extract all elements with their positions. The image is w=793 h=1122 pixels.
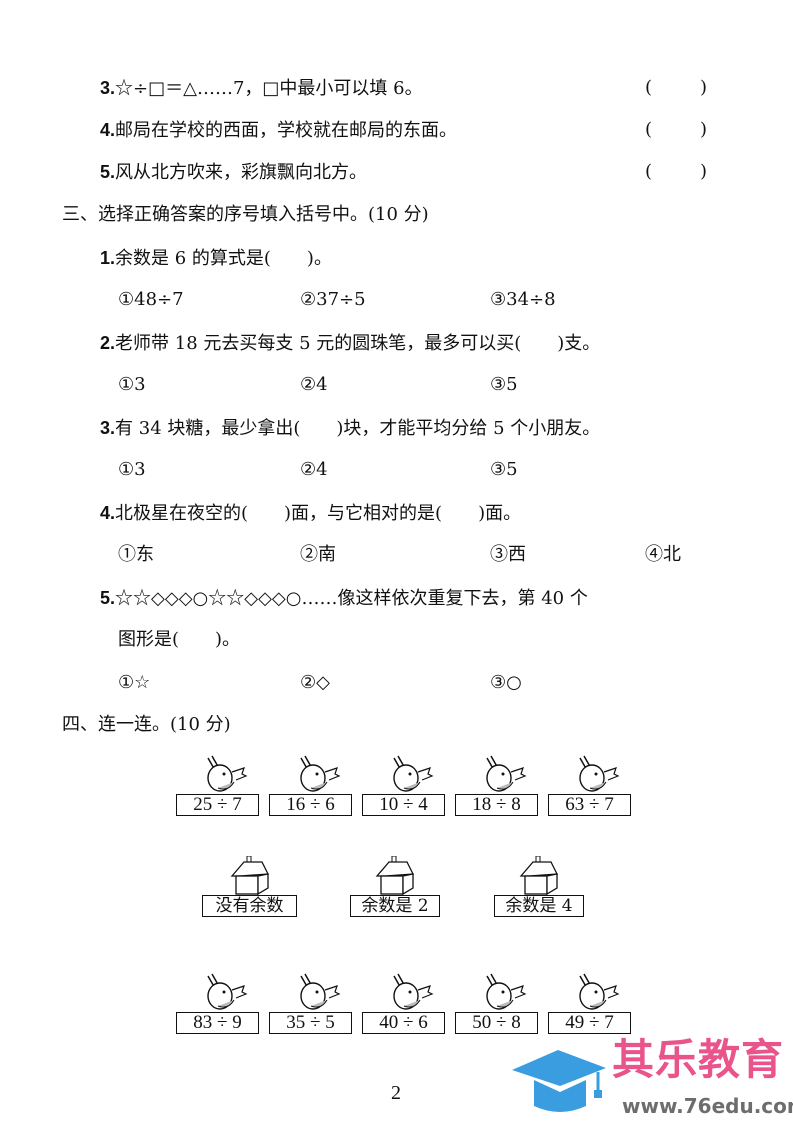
division-card[interactable]: 16 ÷ 6: [269, 794, 352, 816]
question-5: 5.☆☆◇◇◇○☆☆◇◇◇○……像这样依次重复下去，第 40 个: [100, 586, 588, 610]
paren-close: ): [699, 77, 707, 98]
question-2: 2.老师带 18 元去买每支 5 元的圆珠笔，最多可以买( )支。: [100, 331, 600, 355]
bird-icon: [194, 972, 254, 1016]
bird-icon: [287, 754, 347, 798]
option: ①3: [118, 459, 146, 480]
option: ①48÷7: [118, 289, 184, 310]
bird-icon: [566, 972, 626, 1016]
bird-icon: [473, 972, 533, 1016]
paren-close: ): [699, 119, 707, 140]
option: ②南: [300, 544, 336, 565]
bird-icon: [566, 754, 626, 798]
question-text: 有 34 块糖，最少拿出( )块，才能平均分给 5 个小朋友。: [115, 418, 601, 439]
paren-open: (: [645, 77, 653, 98]
question-number: 5.: [100, 588, 116, 608]
division-card[interactable]: 35 ÷ 5: [269, 1012, 352, 1034]
item-text: 邮局在学校的西面，学校就在邮局的东面。: [115, 120, 458, 141]
question-1: 1.余数是 6 的算式是( )。: [100, 246, 332, 270]
option: ③34÷8: [490, 289, 556, 310]
question-number: 2.: [100, 333, 116, 353]
question-text: 老师带 18 元去买每支 5 元的圆珠笔，最多可以买( )支。: [115, 333, 601, 354]
house-icon: [373, 855, 417, 900]
question-text: 北极星在夜空的( )面，与它相对的是( )面。: [115, 503, 522, 524]
section-4-title: 四、连一连。(10 分): [62, 714, 231, 735]
house-icon: [517, 855, 561, 900]
watermark-url: www.76edu.com: [622, 1094, 793, 1118]
bird-icon: [380, 972, 440, 1016]
option: ①☆: [118, 672, 151, 693]
item-text: 风从北方吹来，彩旗飘向北方。: [115, 162, 368, 183]
answer-paren[interactable]: (): [645, 160, 707, 184]
option: ③5: [490, 459, 518, 480]
division-card[interactable]: 40 ÷ 6: [362, 1012, 445, 1034]
question-3: 3.有 34 块糖，最少拿出( )块，才能平均分给 5 个小朋友。: [100, 416, 600, 440]
division-card[interactable]: 10 ÷ 4: [362, 794, 445, 816]
paren-close: ): [699, 161, 707, 182]
question-text: 余数是 6 的算式是( )。: [115, 248, 332, 269]
question-text: ☆☆◇◇◇○☆☆◇◇◇○……像这样依次重复下去，第 40 个: [115, 588, 588, 609]
option: ②37÷5: [300, 289, 366, 310]
option: ②4: [300, 459, 328, 480]
judge-item-5: 5.风从北方吹来，彩旗飘向北方。: [100, 160, 367, 184]
page-number: 2: [391, 1082, 401, 1104]
bird-icon: [194, 754, 254, 798]
watermark-logo: 其乐教育 www.76edu.com: [510, 1036, 793, 1120]
question-5-cont: 图形是( )。: [118, 629, 241, 650]
answer-paren[interactable]: (): [645, 76, 707, 100]
option: ③西: [490, 544, 526, 565]
option: ①东: [118, 544, 154, 565]
division-card[interactable]: 49 ÷ 7: [548, 1012, 631, 1034]
house-icon: [228, 855, 272, 900]
answer-paren[interactable]: (): [645, 118, 707, 142]
item-number: 3.: [100, 78, 116, 98]
division-card[interactable]: 25 ÷ 7: [176, 794, 259, 816]
question-number: 4.: [100, 503, 116, 523]
judge-item-4: 4.邮局在学校的西面，学校就在邮局的东面。: [100, 118, 457, 142]
paren-open: (: [645, 161, 653, 182]
remainder-card[interactable]: 没有余数: [202, 895, 297, 917]
item-number: 5.: [100, 162, 116, 182]
division-card[interactable]: 63 ÷ 7: [548, 794, 631, 816]
bird-icon: [380, 754, 440, 798]
division-card[interactable]: 83 ÷ 9: [176, 1012, 259, 1034]
section-3-title: 三、选择正确答案的序号填入括号中。(10 分): [62, 204, 429, 225]
division-card[interactable]: 18 ÷ 8: [455, 794, 538, 816]
option: ③○: [490, 672, 522, 693]
paren-open: (: [645, 119, 653, 140]
option: ④北: [645, 544, 681, 565]
option: ②4: [300, 374, 328, 395]
judge-item-3: 3.☆÷□＝△……7，□中最小可以填 6。: [100, 76, 423, 100]
watermark-name: 其乐教育: [612, 1035, 785, 1084]
option: ②◇: [300, 672, 330, 693]
question-4: 4.北极星在夜空的( )面，与它相对的是( )面。: [100, 501, 521, 525]
question-number: 3.: [100, 418, 116, 438]
option: ③5: [490, 374, 518, 395]
graduation-cap-icon: [512, 1050, 606, 1112]
item-number: 4.: [100, 120, 116, 140]
question-number: 1.: [100, 248, 116, 268]
bird-icon: [287, 972, 347, 1016]
bird-icon: [473, 754, 533, 798]
item-text: ☆÷□＝△……7，□中最小可以填 6。: [115, 78, 423, 99]
option: ①3: [118, 374, 146, 395]
remainder-card[interactable]: 余数是 4: [494, 895, 584, 917]
remainder-card[interactable]: 余数是 2: [350, 895, 440, 917]
division-card[interactable]: 50 ÷ 8: [455, 1012, 538, 1034]
